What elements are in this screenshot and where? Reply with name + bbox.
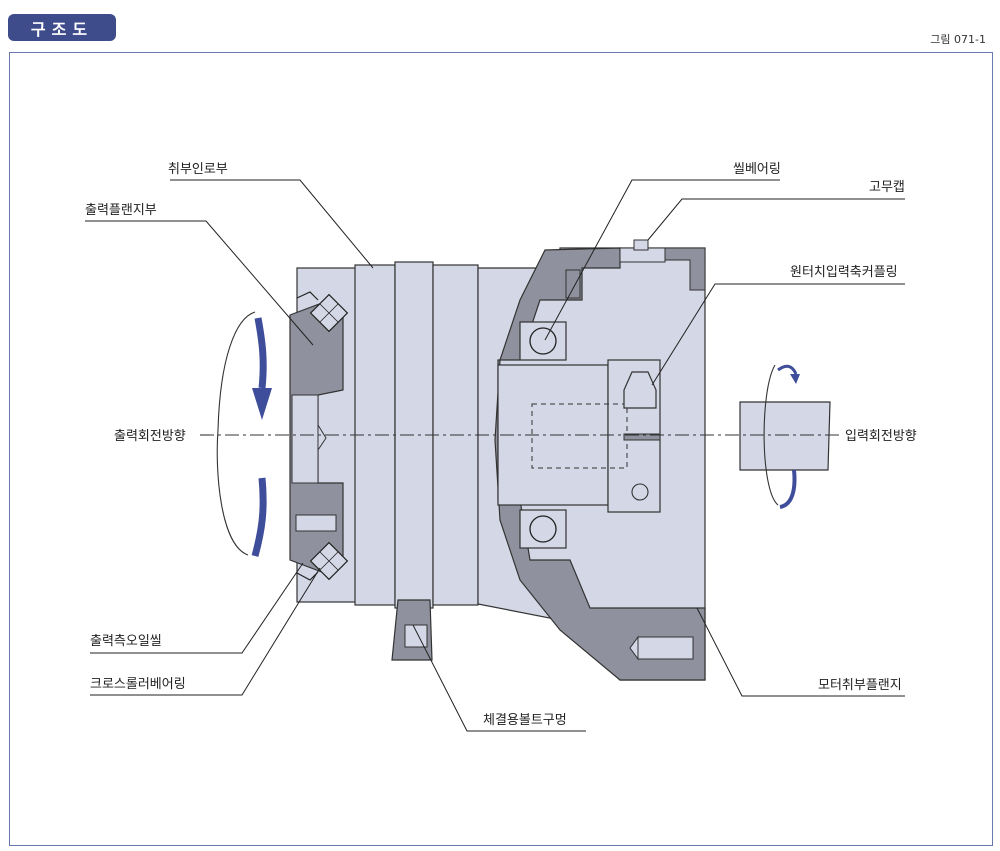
output-rotation-arrow bbox=[216, 311, 272, 557]
motor-mounting-flange bbox=[494, 239, 706, 681]
label-motor-mounting-flange: 모터취부플랜지 bbox=[818, 678, 902, 693]
input-coupling bbox=[497, 359, 661, 513]
input-rotation-arrow bbox=[763, 364, 800, 509]
figure-number: 그림 071-1 bbox=[930, 33, 986, 46]
label-output-rotation: 출력회전방향 bbox=[114, 429, 186, 444]
label-output-flange: 출력플랜지부 bbox=[85, 203, 157, 218]
label-mounting-bolt-hole: 체결용볼트구멍 bbox=[483, 713, 567, 728]
cross-roller-bearing-rollers bbox=[296, 291, 349, 581]
label-one-touch-coupling: 원터치입력축커플링 bbox=[790, 265, 898, 280]
leader-lines bbox=[85, 179, 905, 732]
section-title-badge: 구조도 bbox=[8, 14, 116, 41]
label-seal-bearing: 씰베어링 bbox=[733, 162, 781, 177]
label-input-rotation: 입력회전방향 bbox=[845, 429, 917, 444]
seal-bearings bbox=[519, 269, 581, 549]
diagram-frame bbox=[9, 52, 993, 846]
label-output-oil-seal: 출력측오일씰 bbox=[90, 634, 162, 649]
label-rubber-cap: 고무캡 bbox=[869, 180, 905, 195]
label-mounting-pilot: 취부인로부 bbox=[168, 162, 228, 177]
label-cross-roller-bearing: 크로스롤러베어링 bbox=[90, 677, 186, 692]
input-shaft bbox=[739, 401, 831, 471]
